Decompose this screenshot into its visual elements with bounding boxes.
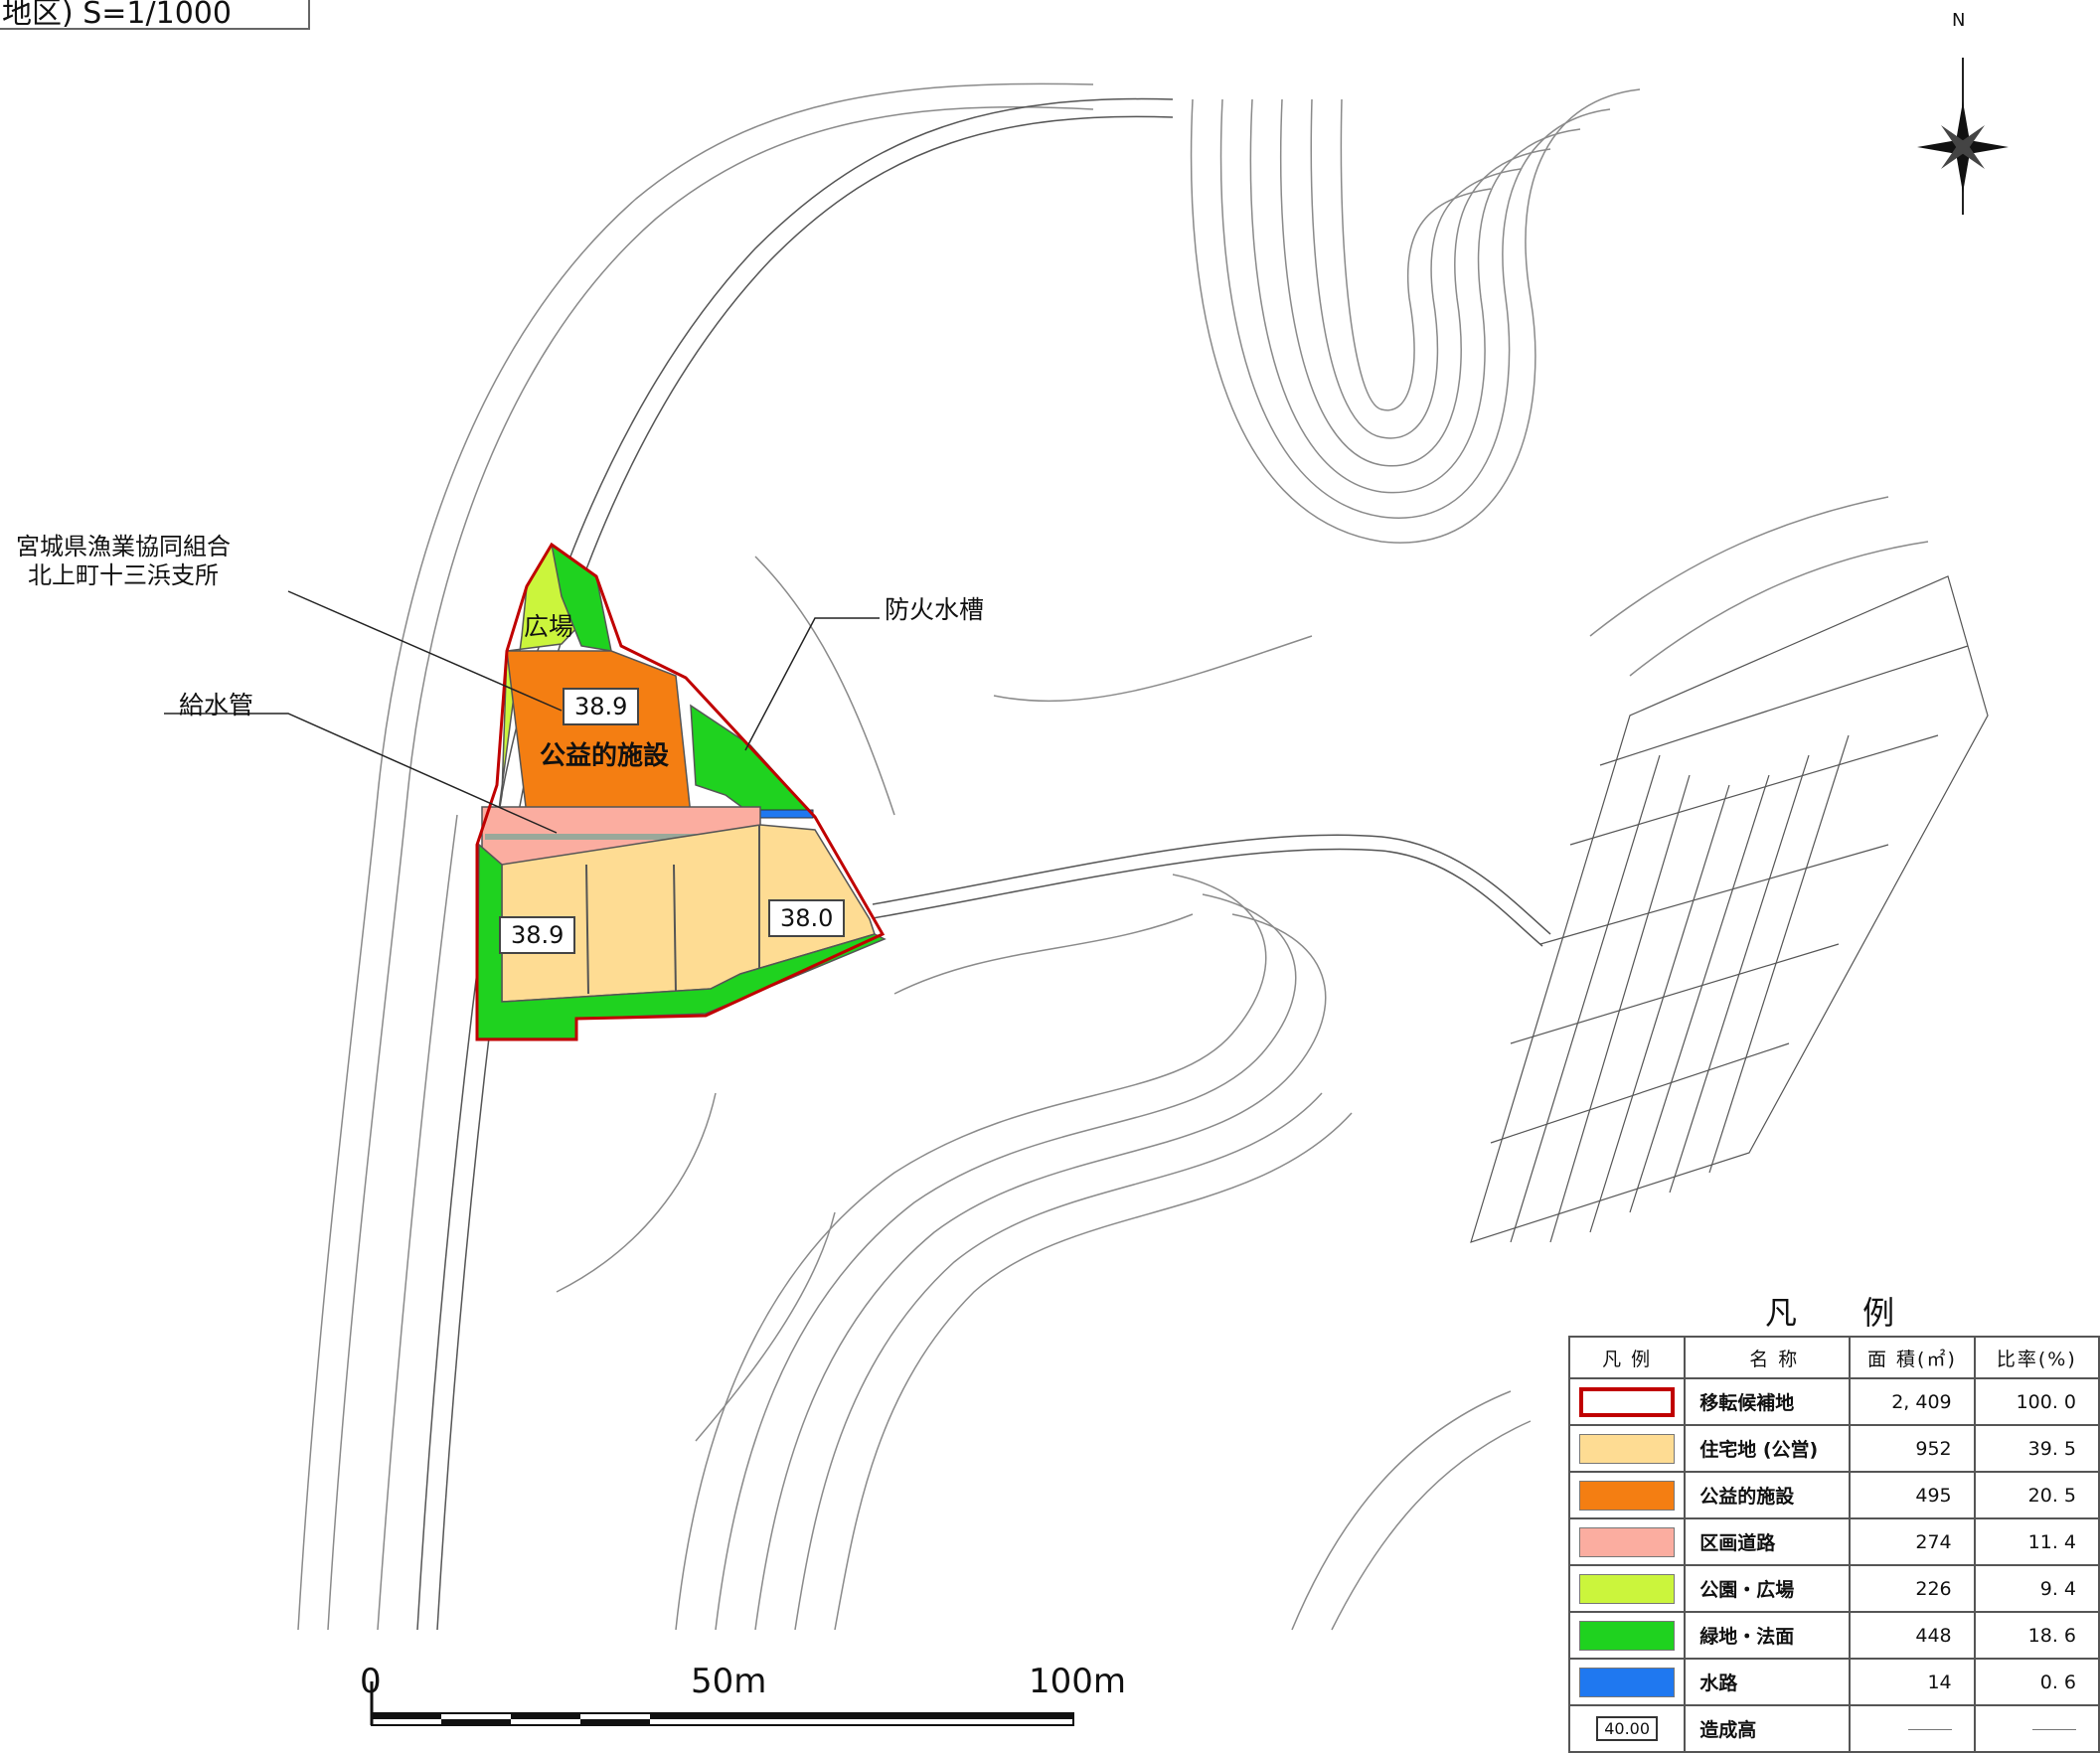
legend-row-ratio: 18. 6 — [1973, 1611, 2100, 1660]
green-slope-east — [690, 704, 817, 818]
legend-row-ratio: 9. 4 — [1973, 1564, 2100, 1613]
legend-swatch — [1579, 1620, 1676, 1651]
elevation-label-upper: 38.9 — [563, 688, 640, 725]
elevation-label-right: 38.0 — [768, 899, 846, 937]
map-title: 地区) S=1/1000 — [0, 0, 310, 30]
legend-swatch — [1579, 1480, 1676, 1511]
legend-row-name: 公園・広場 — [1684, 1564, 1852, 1613]
legend-row-name: 移転候補地 — [1684, 1377, 1852, 1426]
public-facility-label: 公益的施設 — [540, 741, 670, 771]
north-arrow-icon — [1917, 58, 2009, 215]
legend-swatch — [1579, 1526, 1676, 1557]
legend-header-area: 面 積(㎡) — [1849, 1336, 1976, 1379]
legend-row-area: 2, 409 — [1849, 1377, 1976, 1426]
legend-row-name: 公益的施設 — [1684, 1471, 1852, 1519]
legend-row-area: 14 — [1849, 1658, 1976, 1706]
legend-row-name: 区画道路 — [1684, 1517, 1852, 1566]
north-label: N — [1952, 10, 1966, 31]
legend-row-name: 緑地・法面 — [1684, 1611, 1852, 1660]
scale-label-0: 0 — [360, 1662, 382, 1701]
legend-row-name: 造成高 — [1684, 1704, 1852, 1753]
public-facility-area — [506, 650, 692, 816]
scale-label-100: 100m — [1029, 1662, 1127, 1701]
legend-row-area: 952 — [1849, 1424, 1976, 1473]
legend-swatch — [1579, 1667, 1676, 1697]
plaza-label: 広場 — [524, 612, 574, 641]
legend-row-ratio: 11. 4 — [1973, 1517, 2100, 1566]
water-pipe-label: 給水管 — [179, 691, 254, 719]
waterway-area — [754, 809, 814, 819]
legend-title: 凡 例 — [1765, 1294, 1923, 1332]
legend-row-ratio: 39. 5 — [1973, 1424, 2100, 1473]
legend-row-area: 495 — [1849, 1471, 1976, 1519]
union-office-label: 宮城県漁業協同組合 北上町十三浜支所 — [16, 533, 231, 589]
contour-lines — [297, 82, 1929, 1631]
legend-header-ratio: 比率(%) — [1973, 1336, 2100, 1379]
legend-row-ratio: 0. 6 — [1973, 1658, 2100, 1706]
legend-swatch — [1579, 1386, 1676, 1417]
elevation-sample: 40.00 — [1596, 1716, 1659, 1741]
legend-row-ratio: 20. 5 — [1973, 1471, 2100, 1519]
legend-row-area: 448 — [1849, 1611, 1976, 1660]
legend-swatch — [1579, 1433, 1676, 1464]
legend-row-area: 226 — [1849, 1564, 1976, 1613]
fire-tank-label: 防火水槽 — [885, 595, 985, 624]
legend-header-row: 凡 例 名 称 面 積(㎡) 比率(%) — [1567, 1336, 2100, 1379]
legend-swatch — [1579, 1573, 1676, 1604]
legend-header-name: 名 称 — [1684, 1336, 1852, 1379]
legend-row-name: 水路 — [1684, 1658, 1852, 1706]
relocation-site — [475, 542, 887, 1041]
legend-row-ratio: 100. 0 — [1973, 1377, 2100, 1426]
leader-lines — [164, 590, 880, 834]
scale-bar — [370, 1681, 1074, 1726]
legend-elevation-row: 40.00 造成高 — [1567, 1704, 2100, 1753]
legend-row-name: 住宅地 (公営) — [1684, 1424, 1852, 1473]
scale-label-50: 50m — [691, 1662, 767, 1701]
elevation-label-left: 38.9 — [499, 916, 576, 954]
legend-header-swatch: 凡 例 — [1567, 1336, 1687, 1379]
site-boundary — [475, 542, 886, 1041]
legend-row-area: 274 — [1849, 1517, 1976, 1566]
residential-grid — [1470, 575, 1989, 1243]
